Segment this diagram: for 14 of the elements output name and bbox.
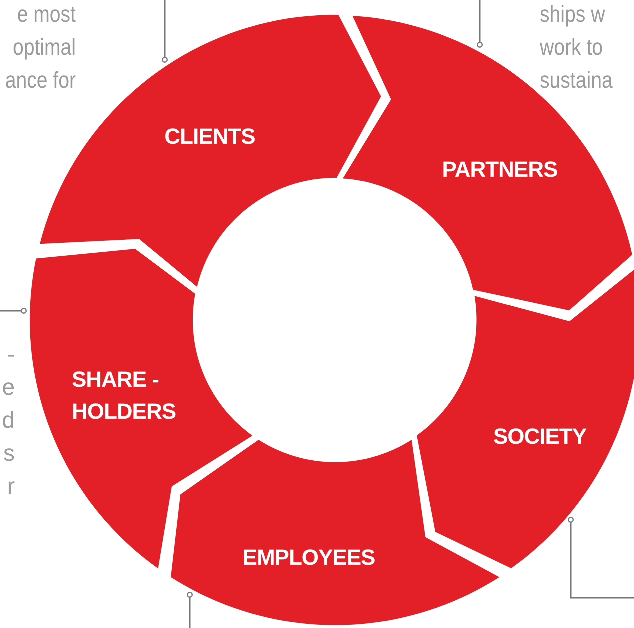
segment-label: SHARE -HOLDERS [72, 366, 178, 426]
segment-label: PARTNERS [442, 156, 558, 184]
segment-label: SOCIETY [493, 422, 587, 451]
leader-line [0, 308, 27, 314]
leader-line [568, 517, 634, 599]
text-fragment: e most optimal ance for [4, 0, 76, 95]
leader-line [162, 0, 168, 63]
segment-label: CLIENTS [164, 122, 256, 151]
leader-line [187, 592, 193, 628]
text-fragment: ships w work to sustaina [540, 0, 614, 95]
text-fragment: - e d s r [1, 340, 15, 501]
segment-label: EMPLOYEES [242, 544, 376, 572]
leader-line [477, 0, 483, 48]
ring-segment [417, 269, 634, 569]
